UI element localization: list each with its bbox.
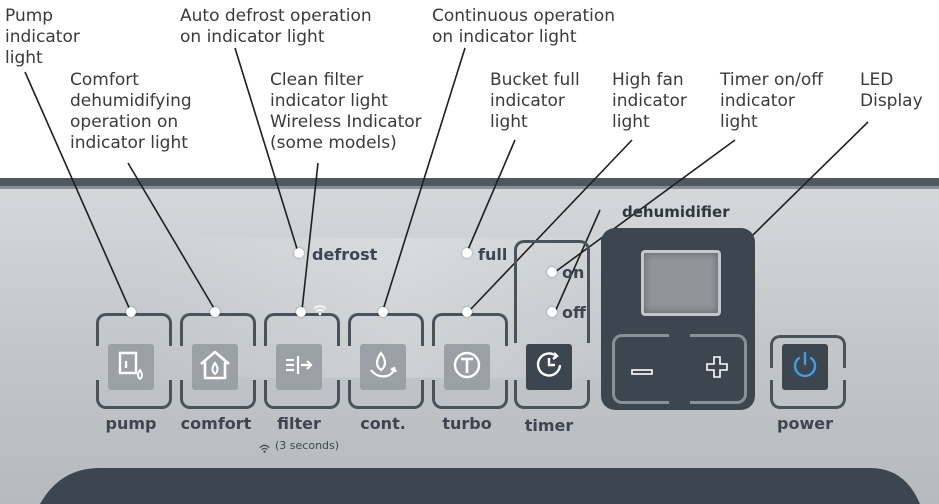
pump-bracket-bottom	[96, 380, 172, 409]
callout-timer: Timer on/off indicator light	[720, 70, 824, 132]
pump-icon	[116, 349, 146, 385]
defrost-indicator-light	[294, 248, 304, 258]
led-display	[641, 250, 721, 316]
comfort-bracket-bottom	[180, 380, 256, 409]
defrost-label: defrost	[312, 245, 378, 264]
pump-label: pump	[105, 414, 157, 433]
filter-bracket	[264, 313, 340, 346]
callout-bucket: Bucket full indicator light	[490, 70, 580, 132]
full-label: full	[478, 245, 508, 264]
turbo-bracket	[432, 313, 508, 346]
brand-title: dehumidifier	[622, 203, 730, 221]
filter-indicator-light	[296, 307, 306, 317]
filter-note: (3 seconds)	[275, 439, 340, 452]
callout-led: LED Display	[860, 70, 923, 111]
timer-button[interactable]	[526, 344, 572, 390]
power-label: power	[777, 414, 833, 433]
power-button[interactable]	[782, 344, 828, 390]
timer-bracket-bottom	[514, 380, 590, 409]
turbo-label: turbo	[442, 414, 492, 433]
timer-on-label: on	[562, 263, 585, 282]
power-bracket-bottom	[770, 380, 846, 409]
timer-off-indicator-light	[547, 307, 557, 317]
timer-on-indicator-light	[547, 267, 557, 277]
plus-icon	[706, 356, 728, 382]
filter-icon	[284, 354, 314, 380]
filter-bracket-bottom	[264, 380, 340, 409]
pump-button[interactable]	[108, 344, 154, 390]
full-indicator-light	[462, 248, 472, 258]
timer-icon	[534, 350, 564, 384]
power-bracket	[770, 335, 846, 368]
cont-indicator-light	[378, 307, 388, 317]
power-icon	[790, 350, 820, 384]
cont-bracket-bottom	[348, 380, 424, 409]
pump-indicator-light	[126, 307, 136, 317]
home-comfort-icon	[198, 349, 232, 385]
turbo-icon	[452, 350, 482, 384]
filter-button[interactable]	[276, 344, 322, 390]
drop-cycle-icon	[367, 350, 399, 384]
pump-bracket	[96, 313, 172, 346]
comfort-bracket	[180, 313, 256, 346]
turbo-indicator-light	[462, 307, 472, 317]
timer-bracket	[514, 240, 590, 343]
callout-comfort: Comfort dehumidifying operation on indic…	[70, 70, 192, 153]
cont-bracket	[348, 313, 424, 346]
timer-off-label: off	[562, 303, 586, 322]
callout-continuous: Continuous operation on indicator light	[432, 6, 616, 47]
turbo-button[interactable]	[444, 344, 490, 390]
comfort-label: comfort	[180, 414, 252, 433]
minus-icon	[631, 360, 653, 379]
comfort-indicator-light	[210, 307, 220, 317]
callout-filter: Clean filter indicator light Wireless In…	[270, 70, 422, 153]
timer-label: timer	[524, 416, 574, 435]
plus-button[interactable]	[690, 334, 747, 404]
cont-button[interactable]	[360, 344, 406, 390]
callout-pump: Pump indicator light	[5, 6, 80, 68]
callout-defrost: Auto defrost operation on indicator ligh…	[180, 6, 372, 47]
comfort-button[interactable]	[192, 344, 238, 390]
minus-button[interactable]	[612, 334, 669, 404]
turbo-bracket-bottom	[432, 380, 508, 409]
callout-highfan: High fan indicator light	[612, 70, 687, 132]
wireless-icon	[312, 302, 328, 321]
cont-label: cont.	[360, 414, 406, 433]
wireless-small-icon	[258, 439, 271, 458]
filter-label: filter	[277, 414, 321, 433]
